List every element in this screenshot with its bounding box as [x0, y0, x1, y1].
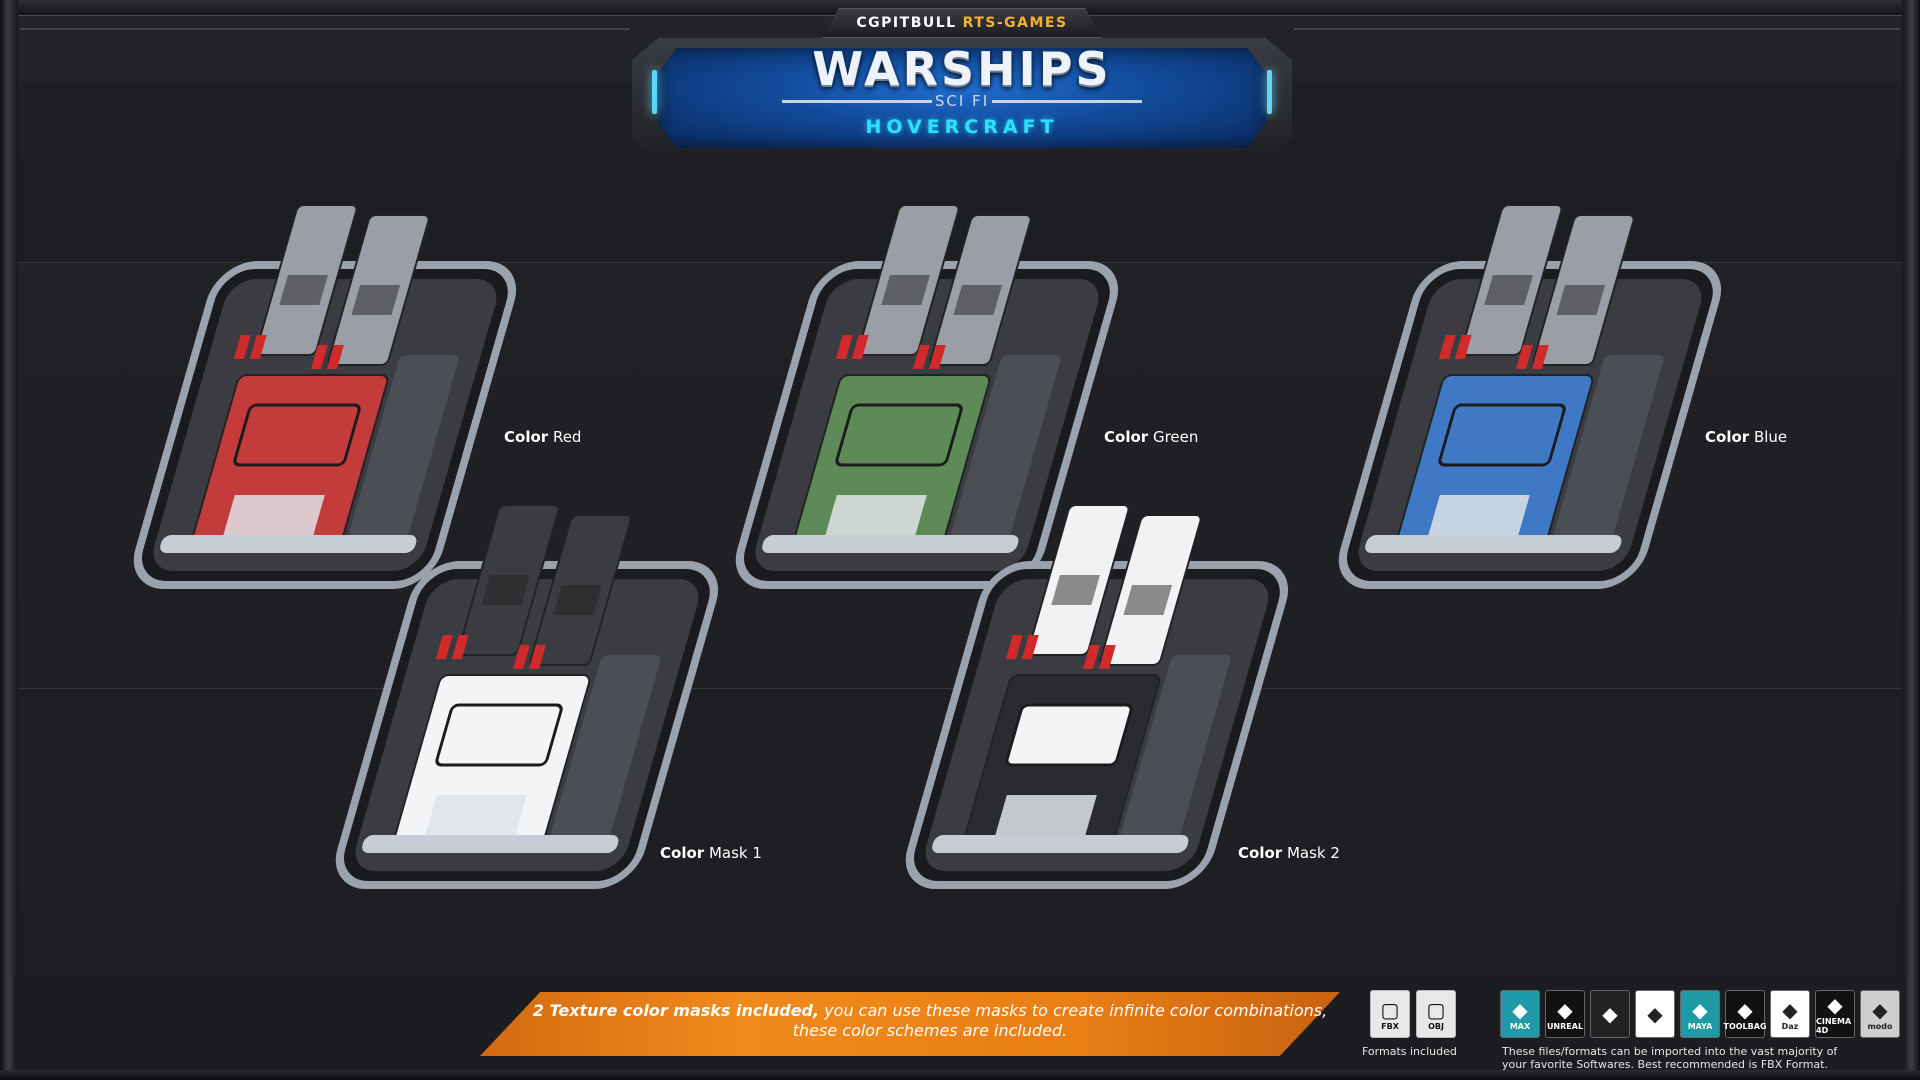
- variant-label: Color Red: [504, 428, 581, 446]
- product-title: WARSHIPS: [812, 42, 1112, 96]
- header-screen: [658, 48, 1266, 148]
- glow-accent: [652, 70, 657, 114]
- hovercraft-render: [128, 205, 528, 615]
- variant-label: Color Green: [1104, 428, 1198, 446]
- software-caption: These files/formats can be imported into…: [1502, 1045, 1902, 1071]
- obj-icon: ▢OBJ: [1416, 990, 1456, 1038]
- fbx-icon: ▢FBX: [1370, 990, 1410, 1038]
- variant-label-prefix: Color: [1705, 428, 1750, 446]
- info-banner-text: 2 Texture color masks included, you can …: [520, 1001, 1340, 1041]
- armory-icon: ◆TOOLBAG: [1724, 990, 1767, 1038]
- software-caption-line: These files/formats can be imported into…: [1502, 1045, 1838, 1058]
- glow-accent: [1267, 70, 1272, 114]
- frame-line: [1294, 28, 1900, 30]
- variant-label-prefix: Color: [504, 428, 549, 446]
- unreal-icon: ◆UNREAL: [1545, 990, 1585, 1038]
- frame-line: [20, 28, 630, 30]
- variant-label-name: Green: [1148, 428, 1199, 446]
- cinema4d-icon: ◆CINEMA 4D: [1815, 990, 1855, 1038]
- header-badge: CGPITBULL RTS-GAMES WARSHIPS SCI FI HOVE…: [632, 8, 1292, 160]
- unity-icon: ◆: [1590, 990, 1630, 1038]
- product-subtitle: SCI FI: [934, 92, 990, 110]
- daz-icon: ◆Daz: [1770, 990, 1810, 1038]
- maya-icon: ◆MAYA: [1680, 990, 1720, 1038]
- formats-caption: Formats included: [1362, 1045, 1457, 1058]
- software-caption-line: your favorite Softwares. Best recommende…: [1502, 1058, 1828, 1071]
- brand-primary: CGPITBULL: [856, 15, 957, 31]
- variant-label: Color Blue: [1705, 428, 1787, 446]
- 3dsmax-icon: ◆MAX: [1500, 990, 1540, 1038]
- product-tag: HOVERCRAFT: [865, 116, 1059, 138]
- variant-label: Color Mask 2: [1238, 844, 1340, 862]
- subtitle-rule: [782, 100, 932, 103]
- hovercraft-render: [330, 505, 730, 915]
- banner-rest: you can use these masks to create infini…: [792, 1001, 1328, 1040]
- hovercraft-render: [1333, 205, 1733, 615]
- frame-bottom: [0, 1070, 1920, 1080]
- banner-strong: 2 Texture color masks included,: [532, 1001, 820, 1020]
- subtitle-rule: [992, 100, 1142, 103]
- hovercraft-render: [730, 205, 1130, 615]
- frame-right: [1902, 0, 1920, 1080]
- frame-left: [0, 0, 18, 1080]
- variant-label-prefix: Color: [1238, 844, 1283, 862]
- variant-label-name: Red: [548, 428, 582, 446]
- brand-tab: CGPITBULL RTS-GAMES: [822, 8, 1102, 38]
- hovercraft-render: [900, 505, 1300, 915]
- variant-label-prefix: Color: [1104, 428, 1149, 446]
- variant-label-prefix: Color: [660, 844, 705, 862]
- variant-label-name: Mask 2: [1282, 844, 1340, 862]
- blender-icon: ◆: [1635, 990, 1675, 1038]
- variant-label: Color Mask 1: [660, 844, 762, 862]
- variant-label-name: Blue: [1749, 428, 1788, 446]
- variant-label-name: Mask 1: [704, 844, 762, 862]
- modo-icon: ◆modo: [1860, 990, 1900, 1038]
- info-banner: [480, 992, 1340, 1056]
- brand-secondary: RTS-GAMES: [962, 15, 1068, 31]
